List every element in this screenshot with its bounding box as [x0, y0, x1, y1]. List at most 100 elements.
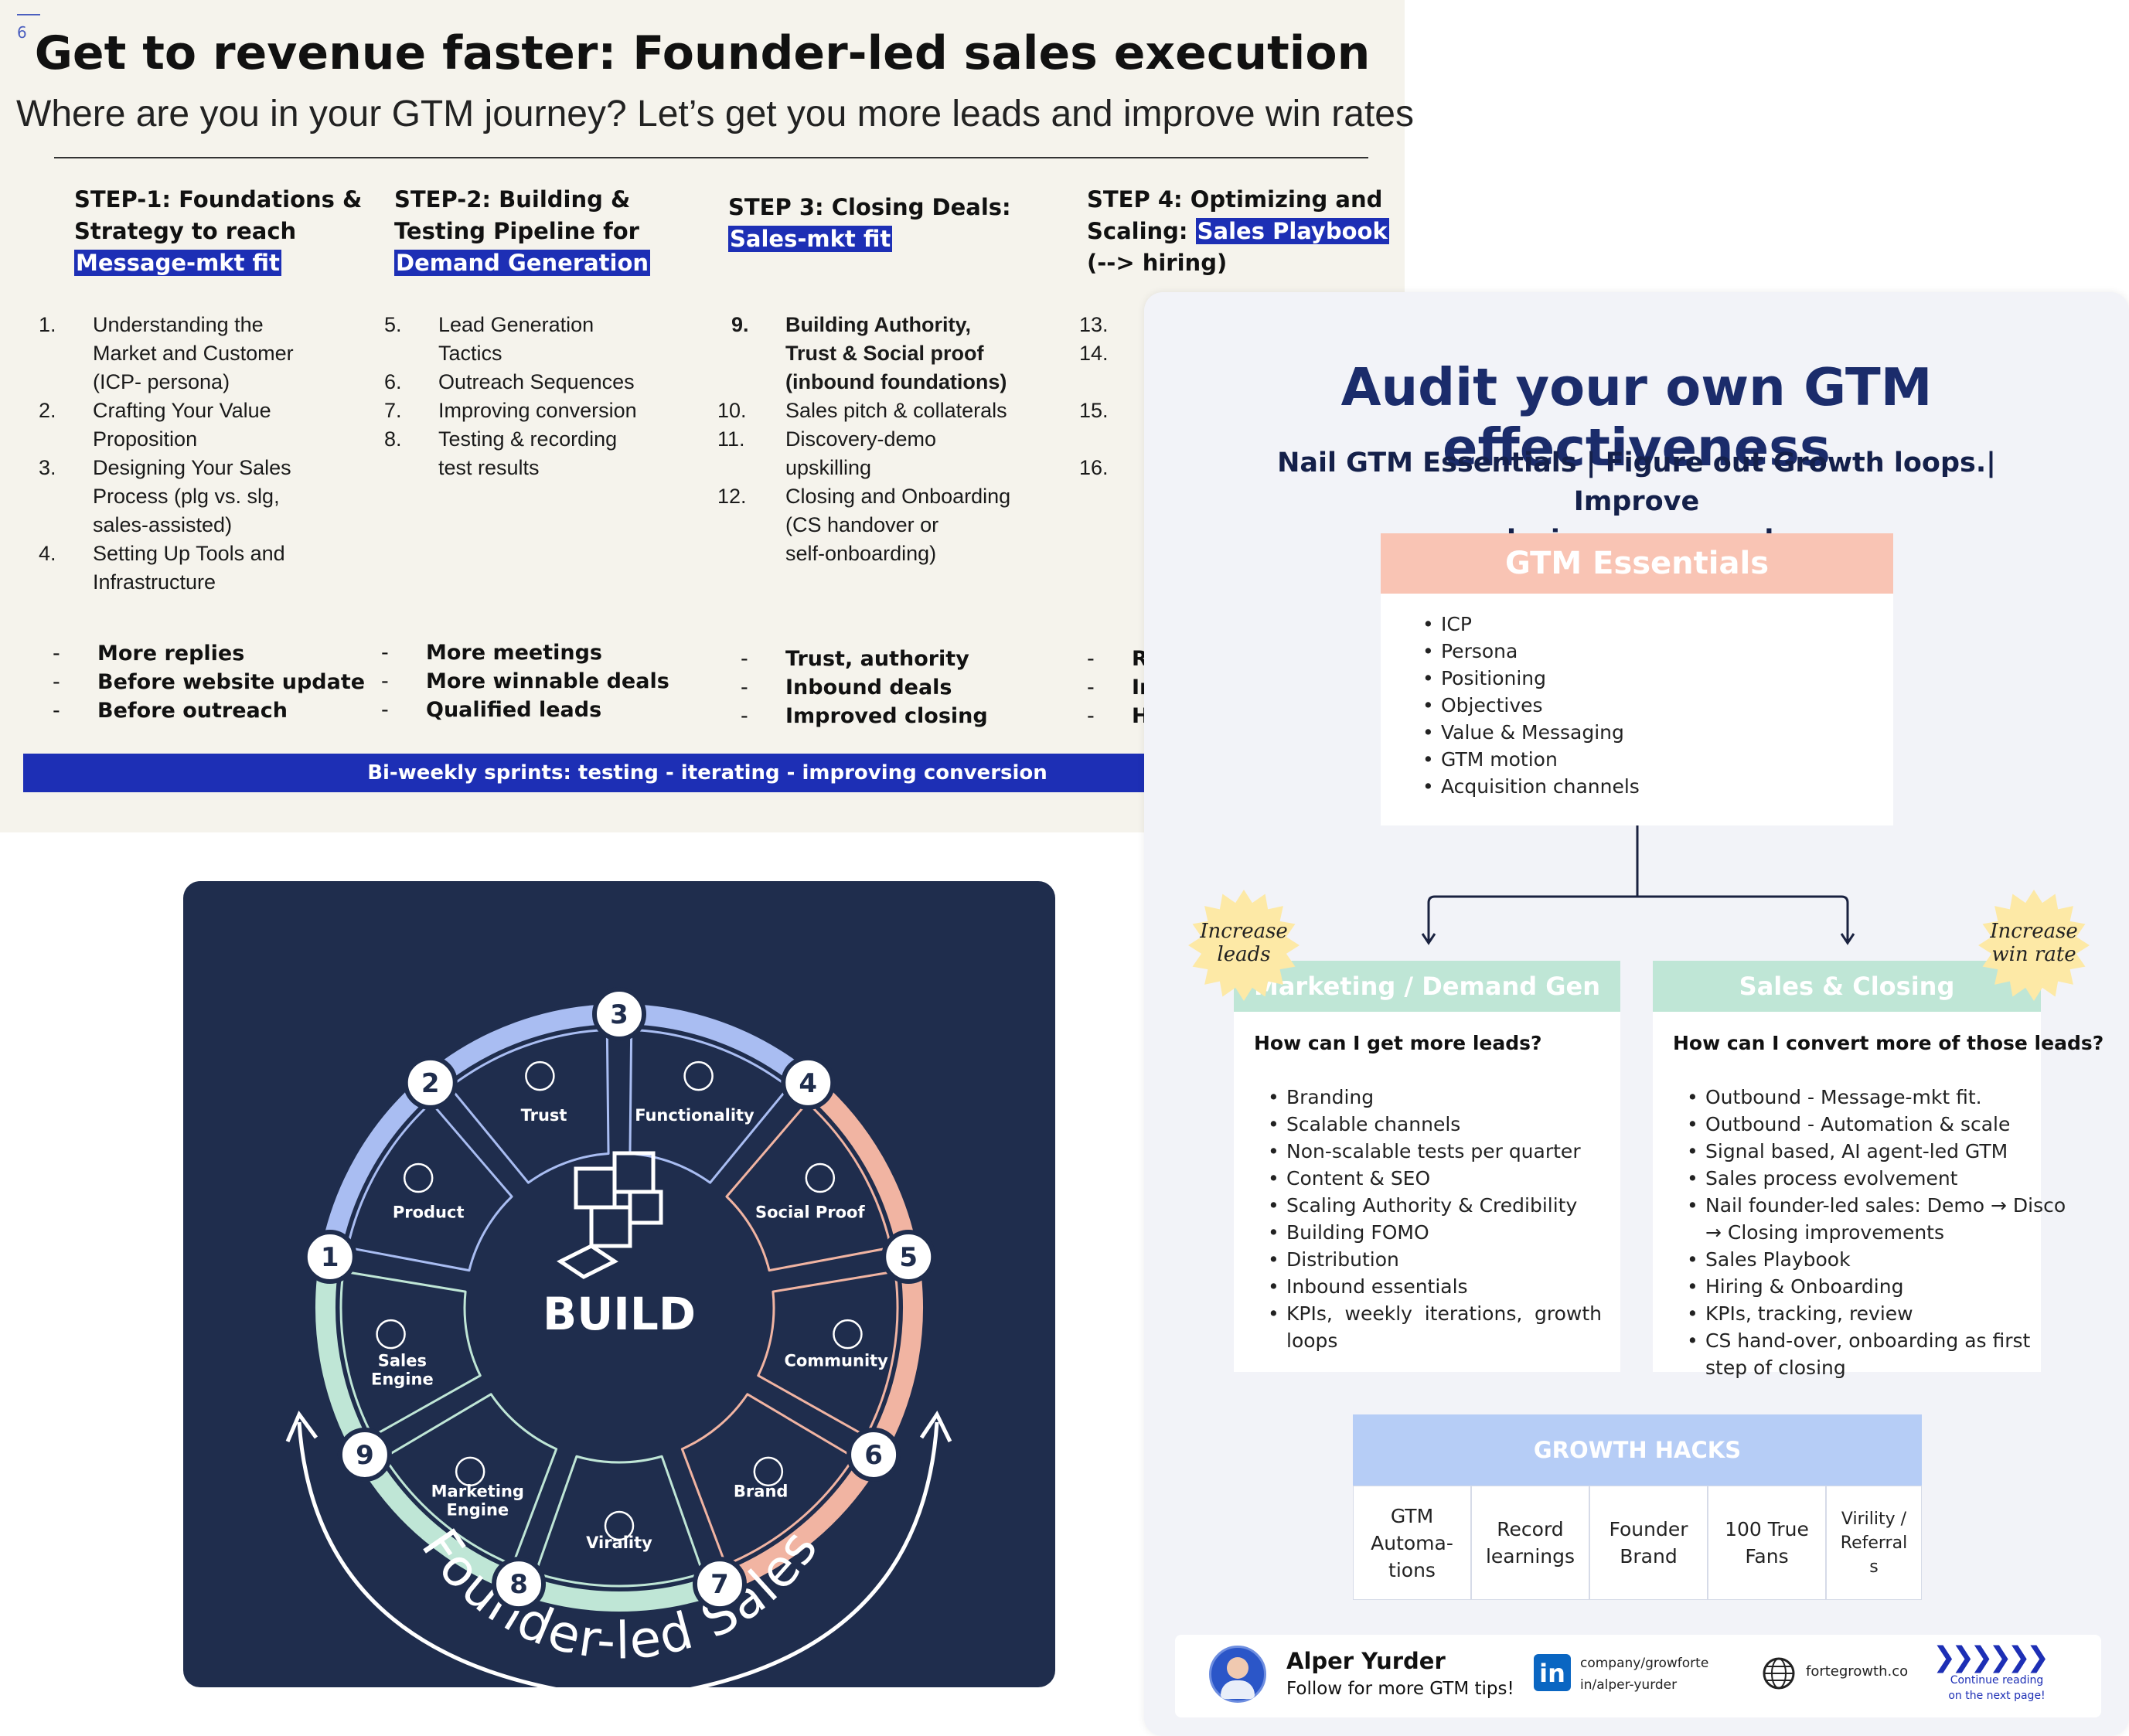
step-4-heading: STEP 4: Optimizing and Scaling: Sales Pl…: [1087, 186, 1389, 276]
segment-icon-2: [525, 1060, 555, 1091]
list-item: CS hand-over, onboarding as first step o…: [1687, 1327, 2073, 1381]
right-arrow-arc: [690, 1421, 939, 1687]
outcome-item: -More meetings: [381, 641, 602, 665]
author-footer: [1175, 1635, 2101, 1717]
increase-leads-text: Increase leads: [1200, 920, 1288, 966]
outcome-item: -R: [1087, 647, 1148, 671]
step-4-list: 13. 14. 15. 16.: [1079, 311, 1141, 482]
step-number-badge-7: [692, 1557, 747, 1612]
segment-icon-1: [403, 1162, 434, 1193]
segment-icon-6: [753, 1456, 784, 1487]
marketing-header: Marketing / Demand Gen: [1234, 961, 1620, 1012]
right-arrow-head: [919, 1410, 952, 1443]
step-3-outcomes: -Trust, authority -Inbound deals -Improv…: [741, 645, 1065, 730]
list-item: Non-scalable tests per quarter: [1268, 1138, 1602, 1165]
globe-icon: [1763, 1657, 1795, 1690]
list-item: KPIs, tracking, review: [1687, 1300, 2073, 1327]
segment-label-6: Brand: [734, 1482, 789, 1500]
step-number-5: 5: [899, 1242, 918, 1273]
increase-win-rate-text: Increase win rate: [1990, 920, 2078, 966]
list-item: Scaling Authority & Credibility: [1268, 1192, 1602, 1219]
build-label: BUILD: [543, 1288, 696, 1340]
linkedin-icon[interactable]: in: [1534, 1654, 1571, 1691]
list-item: 13.: [1079, 313, 1109, 336]
next-arrows-icon[interactable]: ❯❯❯❯❯❯: [1933, 1642, 2049, 1673]
outcome-item: -Qualified leads: [381, 698, 602, 722]
list-item: 6.Outreach Sequences: [384, 370, 635, 393]
sales-question: How can I convert more of those leads?: [1673, 1032, 2104, 1054]
step-number-badge-6: [846, 1428, 901, 1482]
list-item: Sales Playbook: [1687, 1246, 2073, 1273]
wheel-arc-8: [357, 1448, 524, 1592]
step-2-highlight: Demand Generation: [394, 250, 651, 276]
list-item: Content & SEO: [1268, 1165, 1602, 1192]
step-number-4: 4: [799, 1068, 817, 1099]
step-3-list: 9.Building Authority,Trust & Social proo…: [717, 311, 1056, 568]
step-number-8: 8: [509, 1569, 528, 1600]
segment-icon-5: [833, 1319, 863, 1350]
list-item: Acquisition channels: [1422, 773, 1640, 800]
outcome-item: -Inbound deals: [741, 676, 952, 700]
gtm-essentials-list: ICP Persona Positioning Objectives Value…: [1422, 611, 1640, 800]
list-item: Positioning: [1422, 665, 1640, 692]
step-number-badge-4: [781, 1055, 836, 1110]
puzzle-icon: [557, 1151, 663, 1279]
outcome-item: -Before website update: [53, 670, 366, 694]
left-arrow-head: [285, 1410, 318, 1442]
list-item: 9.Building Authority,Trust & Social proo…: [731, 313, 1007, 393]
step-4-outcomes: -R -Ir -H: [1087, 645, 1150, 730]
step-2-outcomes: -More meetings -More winnable deals -Qua…: [381, 638, 706, 724]
step-number-badge-2: [403, 1055, 458, 1110]
list-item: GTM motion: [1422, 746, 1640, 773]
wheel-arc-4: [802, 1076, 918, 1262]
list-item: KPIs, weekly iterations, growth loops: [1268, 1300, 1602, 1354]
increase-win-rate-badge: [1978, 890, 2090, 1001]
outcome-item: -H: [1087, 704, 1150, 728]
step-3-highlight: Sales-mkt fit: [728, 226, 893, 252]
list-item: Hiring & Onboarding: [1687, 1273, 2073, 1300]
increase-leads-badge: [1188, 890, 1300, 1001]
segment-label-1: Product: [393, 1203, 465, 1222]
segment-icon-9: [376, 1319, 406, 1350]
wheel-arc-7: [513, 1575, 725, 1612]
segment-icon-8: [455, 1456, 485, 1487]
wheel-cell-7: [534, 1455, 704, 1588]
connector-lines: [1421, 825, 1855, 945]
step-number-2: 2: [421, 1068, 440, 1099]
slide-title: Get to revenue faster: Founder-led sales…: [34, 26, 1371, 80]
step-1-heading: STEP-1: Foundations & Strategy to reach …: [74, 186, 363, 276]
list-item: Objectives: [1422, 692, 1640, 719]
segment-label-4: Social Proof: [755, 1203, 865, 1222]
segment-icon-3: [683, 1060, 714, 1091]
linkedin-links[interactable]: company/growforte in/alper-yurder: [1580, 1656, 1709, 1693]
audit-title: Audit your own GTM effectiveness: [1340, 357, 1933, 478]
wheel-arc-2: [424, 1004, 625, 1090]
sales-header: Sales & Closing: [1653, 961, 2041, 1012]
wheel-ring: [315, 1004, 923, 1612]
continue-reading-cta[interactable]: Continue reading on the next page!: [1948, 1674, 2046, 1702]
growth-hacks-header: GROWTH HACKS: [1353, 1414, 1922, 1486]
segment-label-2: Trust: [521, 1106, 567, 1125]
list-item: Outbound - Message-mkt fit.: [1687, 1084, 2073, 1111]
page-marker: [17, 14, 40, 15]
outcome-item: -Ir: [1087, 676, 1150, 700]
list-item: Distribution: [1268, 1246, 1602, 1273]
outcome-item: -Improved closing: [741, 704, 988, 728]
sprint-banner: Bi-weekly sprints: testing - iterating -…: [23, 754, 1160, 792]
segment-label-7: Virality: [586, 1533, 652, 1552]
segment-icon-7: [604, 1510, 635, 1541]
step-2-heading: STEP-2: Building & Testing Pipeline for …: [394, 186, 651, 276]
website-link[interactable]: fortegrowth.co: [1806, 1663, 1909, 1680]
